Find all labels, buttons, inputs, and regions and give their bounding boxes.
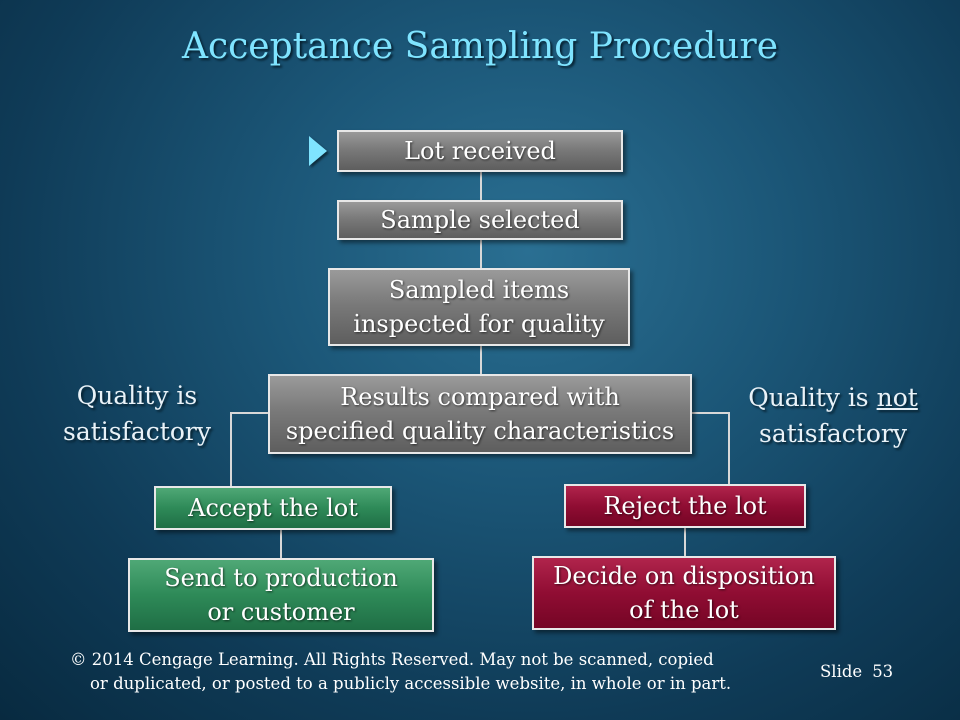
reject-lot-box: Reject the lot xyxy=(564,484,806,528)
not-satisfactory-label-line2: satisfactory xyxy=(759,419,907,448)
copyright-line2: or duplicated, or posted to a publicly a… xyxy=(90,674,732,693)
lot-received-box: Lot received xyxy=(337,130,623,172)
accept-lot-label: Accept the lot xyxy=(188,494,358,522)
reject-lot-label: Reject the lot xyxy=(603,492,767,520)
not-prefix: Quality is xyxy=(748,383,877,412)
satisfactory-label-line1: Quality is xyxy=(76,381,198,410)
slide-number-value: 53 xyxy=(872,662,894,681)
not-word: not xyxy=(876,383,918,412)
connector-line xyxy=(684,528,686,556)
send-to-production-box: Send to production or customer xyxy=(128,558,434,632)
connector-line xyxy=(230,412,232,486)
satisfactory-label: Quality is satisfactory xyxy=(52,378,222,450)
connector-line xyxy=(230,412,270,414)
connector-line xyxy=(480,240,482,268)
comparison-label-line2: specified quality characteristics xyxy=(285,417,675,445)
disposition-label-line1: Decide on disposition xyxy=(553,562,815,590)
connector-line xyxy=(480,346,482,374)
accept-lot-box: Accept the lot xyxy=(154,486,392,530)
inspection-label-line2: inspected for quality xyxy=(353,310,605,338)
disposition-label-line2: of the lot xyxy=(629,596,739,624)
send-label-line1: Send to production xyxy=(164,564,398,592)
send-label-line2: or customer xyxy=(207,598,355,626)
connector-line xyxy=(728,412,730,486)
connector-line xyxy=(690,412,730,414)
lot-received-label: Lot received xyxy=(404,137,556,165)
connector-line xyxy=(480,172,482,200)
not-satisfactory-label: Quality is not satisfactory xyxy=(738,380,928,452)
slide-label: Slide xyxy=(820,662,863,681)
connector-line xyxy=(280,530,282,558)
not-satisfactory-label-line1: Quality is not xyxy=(738,380,928,416)
copyright-notice: © 2014 Cengage Learning. All Rights Rese… xyxy=(70,648,790,696)
inspection-box: Sampled items inspected for quality xyxy=(328,268,630,346)
comparison-box: Results compared with specified quality … xyxy=(268,374,692,454)
satisfactory-label-line2: satisfactory xyxy=(63,417,211,446)
inspection-label-line1: Sampled items xyxy=(388,276,570,304)
comparison-label-line1: Results compared with xyxy=(340,383,620,411)
slide-number: Slide 53 xyxy=(820,662,893,681)
start-arrow-icon xyxy=(309,136,327,166)
slide-title: Acceptance Sampling Procedure xyxy=(181,26,779,67)
copyright-line1: © 2014 Cengage Learning. All Rights Rese… xyxy=(70,650,714,669)
sample-selected-box: Sample selected xyxy=(337,200,623,240)
disposition-box: Decide on disposition of the lot xyxy=(532,556,836,630)
sample-selected-label: Sample selected xyxy=(380,206,580,234)
